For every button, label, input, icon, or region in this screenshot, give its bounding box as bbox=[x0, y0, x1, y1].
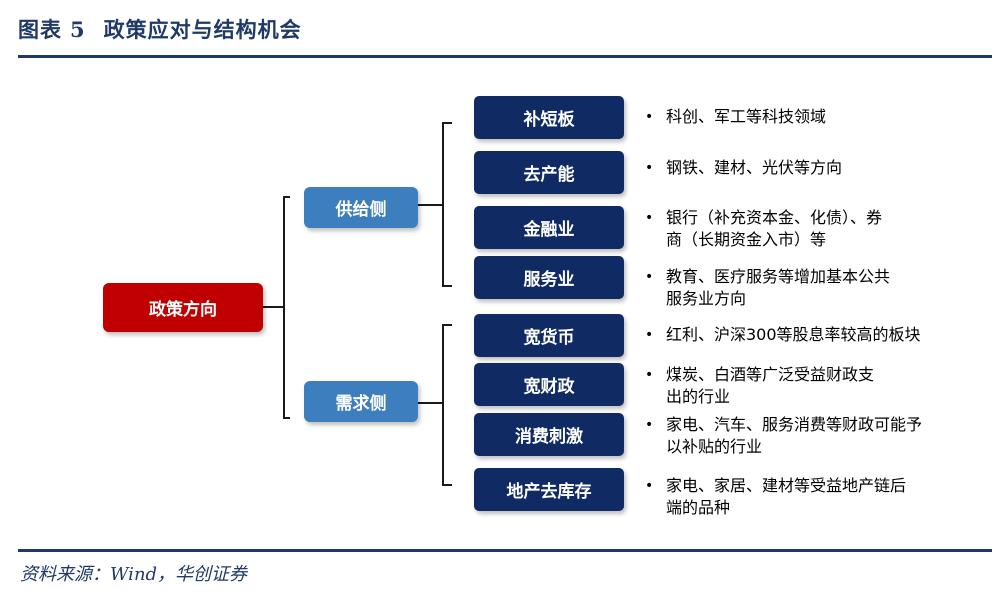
leaf-loose-fiscal: 宽财政 bbox=[474, 363, 624, 406]
bullet-icon: • bbox=[645, 367, 654, 383]
desc-text: 家电、汽车、服务消费等财政可能予 以补贴的行业 bbox=[666, 415, 923, 456]
root-node: 政策方向 bbox=[103, 283, 263, 332]
bullet-icon: • bbox=[645, 160, 654, 176]
bullet-icon: • bbox=[645, 417, 654, 433]
branch-demand-side: 需求侧 bbox=[304, 381, 418, 422]
leaf-service-industry: 服务业 bbox=[474, 256, 624, 299]
figure-number: 5 bbox=[70, 17, 86, 42]
desc-loose-fiscal: • 煤炭、白酒等广泛受益财政支 出的行业 bbox=[645, 364, 975, 408]
desc-text: 银行（补充资本金、化债）、券 商（长期资金入市）等 bbox=[666, 208, 883, 249]
desc-consumption-stimulus: • 家电、汽车、服务消费等财政可能予 以补贴的行业 bbox=[645, 414, 975, 458]
figure-title-text: 政策应对与结构机会 bbox=[103, 17, 302, 42]
desc-financial-industry: • 银行（补充资本金、化债）、券 商（长期资金入市）等 bbox=[645, 207, 975, 251]
bullet-icon: • bbox=[645, 109, 654, 125]
bullet-icon: • bbox=[645, 478, 654, 494]
supply-connector bbox=[418, 122, 452, 287]
desc-text: 科创、军工等科技领域 bbox=[666, 107, 827, 126]
desc-property-destocking: • 家电、家居、建材等受益地产链后 端的品种 bbox=[645, 475, 975, 519]
bullet-icon: • bbox=[645, 269, 654, 285]
root-connector bbox=[263, 196, 290, 419]
desc-text: 煤炭、白酒等广泛受益财政支 出的行业 bbox=[666, 365, 875, 406]
desc-service-industry: • 教育、医疗服务等增加基本公共 服务业方向 bbox=[645, 266, 975, 310]
leaf-property-destocking: 地产去库存 bbox=[474, 468, 624, 511]
desc-text: 家电、家居、建材等受益地产链后 端的品种 bbox=[666, 476, 907, 517]
branch-supply-side: 供给侧 bbox=[304, 187, 418, 228]
leaf-consumption-stimulus: 消费刺激 bbox=[474, 413, 624, 456]
leaf-shore-up-weaknesses: 补短板 bbox=[474, 96, 624, 139]
leaf-loose-monetary: 宽货币 bbox=[474, 314, 624, 357]
leaf-financial-industry: 金融业 bbox=[474, 206, 624, 249]
bottom-divider bbox=[18, 549, 992, 552]
desc-text: 教育、医疗服务等增加基本公共 服务业方向 bbox=[666, 267, 891, 308]
desc-text: 红利、沪深300等股息率较高的板块 bbox=[666, 325, 921, 344]
demand-connector bbox=[418, 324, 452, 486]
source-note: 资料来源：Wind，华创证券 bbox=[20, 564, 248, 585]
desc-loose-monetary: • 红利、沪深300等股息率较高的板块 bbox=[645, 324, 975, 346]
figure-label: 图表 bbox=[18, 17, 62, 42]
desc-capacity-reduction: • 钢铁、建材、光伏等方向 bbox=[645, 157, 975, 179]
bullet-icon: • bbox=[645, 327, 654, 343]
desc-shore-up-weaknesses: • 科创、军工等科技领域 bbox=[645, 106, 975, 128]
leaf-capacity-reduction: 去产能 bbox=[474, 151, 624, 194]
desc-text: 钢铁、建材、光伏等方向 bbox=[666, 158, 843, 177]
figure-title: 图表 5 政策应对与结构机会 bbox=[18, 14, 302, 44]
bullet-icon: • bbox=[645, 210, 654, 226]
top-divider bbox=[18, 55, 992, 58]
